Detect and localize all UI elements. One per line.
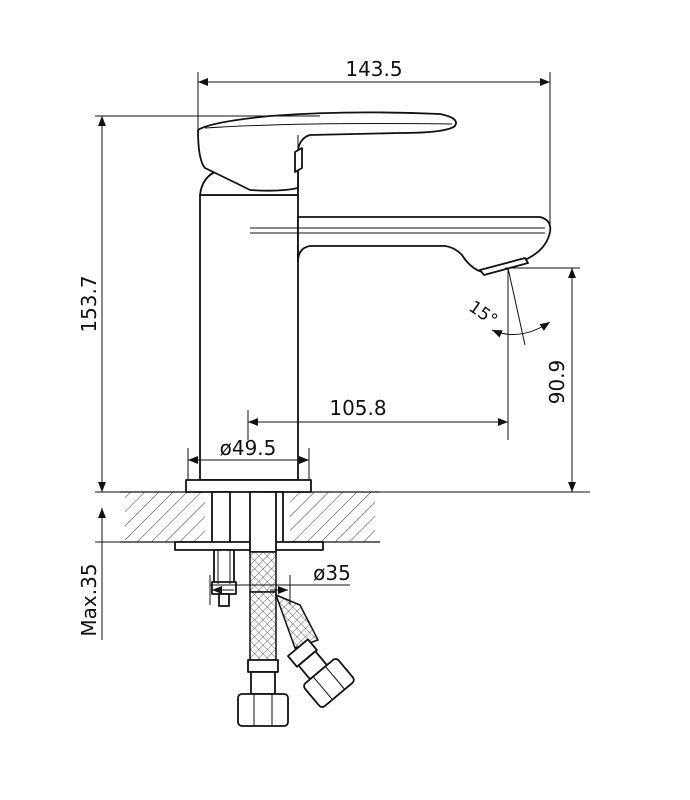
overall-width-label: 143.5 xyxy=(345,57,402,81)
faucet-body xyxy=(185,111,552,493)
base-diameter-label: ø49.5 xyxy=(220,436,277,460)
spout-height-label: 90.9 xyxy=(545,360,569,405)
supply-hoses xyxy=(237,551,355,727)
overall-height-label: 153.7 xyxy=(77,275,101,332)
tilt-angle-label: 15° xyxy=(465,297,501,331)
spout-reach-label: 105.8 xyxy=(329,396,386,420)
max-thickness-label: Max.35 xyxy=(77,563,101,636)
mount-hole-diameter-label: ø35 xyxy=(313,561,351,585)
dimension-lines xyxy=(95,72,590,640)
